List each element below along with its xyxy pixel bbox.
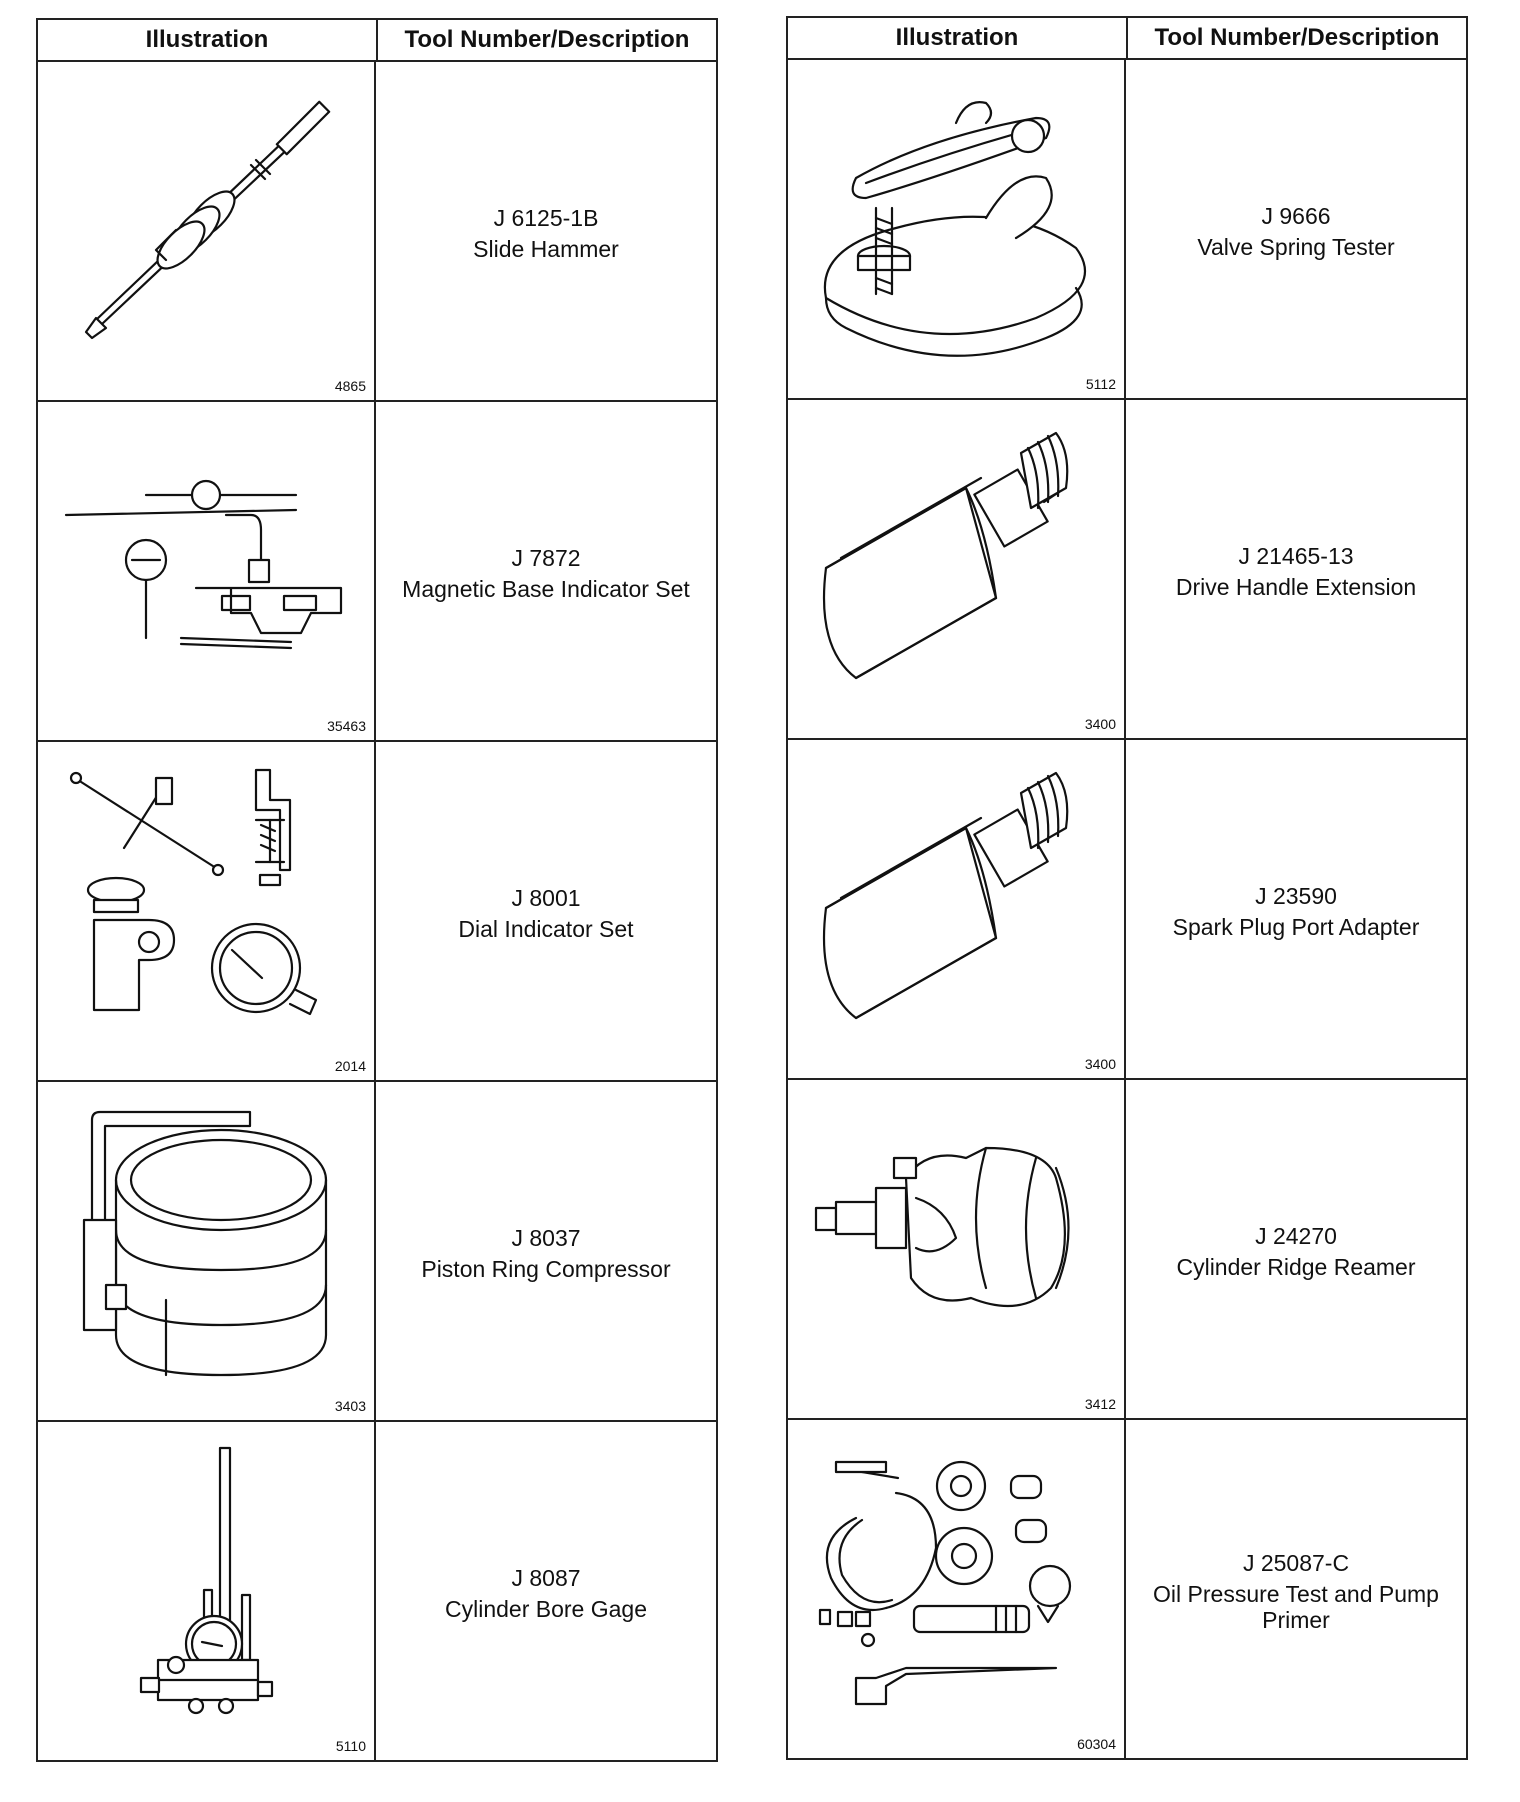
figure-number: 60304: [1077, 1736, 1116, 1752]
table-row: 5112 J 9666 Valve Spring Tester: [788, 60, 1466, 400]
table-row: 60304 J 25087-C Oil Pressure Test and Pu…: [788, 1420, 1466, 1758]
illustration-cell: 3400: [788, 400, 1126, 738]
illustration-cell: 35463: [38, 402, 376, 740]
figure-number: 3400: [1084, 716, 1116, 732]
illustration-cell: 4865: [38, 62, 376, 400]
header-tool-description: Tool Number/Description: [404, 26, 690, 53]
slide-hammer-icon: [84, 100, 331, 340]
tool-table-right: Illustration Tool Number/Description 511…: [786, 16, 1468, 1760]
figure-number: 5112: [1085, 376, 1116, 392]
illustration-cell: 3412: [788, 1080, 1126, 1418]
tool-description-cell: J 8037 Piston Ring Compressor: [376, 1082, 716, 1420]
figure-number: 2014: [334, 1058, 366, 1074]
tool-description-cell: J 21465-13 Drive Handle Extension: [1126, 400, 1466, 738]
header-illustration: Illustration: [38, 20, 378, 60]
illustration-cell: 3400: [788, 740, 1126, 1078]
oil-pressure-test-kit-icon: [818, 1460, 1072, 1706]
tool-description-cell: J 23590 Spark Plug Port Adapter: [1126, 740, 1466, 1078]
tool-name: Slide Hammer: [473, 236, 619, 262]
tool-number: J 7872: [511, 545, 581, 571]
tool-name: Cylinder Bore Gage: [445, 1596, 647, 1622]
tool-number: J 8087: [511, 1565, 581, 1591]
dial-indicator-set-icon: [69, 768, 318, 1016]
tool-description-cell: J 8087 Cylinder Bore Gage: [376, 1422, 716, 1760]
tool-name: Cylinder Ridge Reamer: [1176, 1254, 1416, 1280]
table-row: 3400 J 21465-13 Drive Handle Extension: [788, 400, 1466, 740]
header-illustration: Illustration: [788, 18, 1128, 58]
tool-name: Valve Spring Tester: [1197, 234, 1395, 260]
cylinder-bore-gage-icon: [139, 1446, 274, 1715]
tool-number: J 8037: [511, 1225, 581, 1251]
illustration-cell: 2014: [38, 742, 376, 1080]
tool-name: Piston Ring Compressor: [421, 1256, 671, 1282]
magnetic-base-indicator-icon: [64, 479, 343, 650]
spark-plug-port-adapter-icon: [822, 771, 1069, 1020]
drive-handle-extension-icon: [822, 431, 1069, 680]
figure-number: 5110: [335, 1738, 366, 1754]
table-row: 5110 J 8087 Cylinder Bore Gage: [38, 1422, 716, 1760]
tool-number: J 9666: [1261, 203, 1331, 229]
tool-name: Spark Plug Port Adapter: [1172, 914, 1420, 940]
tool-number: J 6125-1B: [493, 205, 599, 231]
illustration-cell: 5112: [788, 60, 1126, 398]
figure-number: 3403: [334, 1398, 366, 1414]
tool-description-cell: J 24270 Cylinder Ridge Reamer: [1126, 1080, 1466, 1418]
table-header: Illustration Tool Number/Description: [38, 20, 716, 62]
tool-description-cell: J 8001 Dial Indicator Set: [376, 742, 716, 1080]
tool-description-cell: J 9666 Valve Spring Tester: [1126, 60, 1466, 398]
tool-number: J 21465-13: [1238, 543, 1354, 569]
tool-description-cell: J 25087-C Oil Pressure Test and Pump Pri…: [1126, 1420, 1466, 1758]
tool-number: J 8001: [511, 885, 581, 911]
tool-name: Dial Indicator Set: [458, 916, 634, 942]
illustration-cell: 3403: [38, 1082, 376, 1420]
table-row: 3403 J 8037 Piston Ring Compressor: [38, 1082, 716, 1422]
tool-table-left: Illustration Tool Number/Description 486…: [36, 18, 718, 1762]
figure-number: 4865: [334, 378, 366, 394]
illustration-cell: 60304: [788, 1420, 1126, 1758]
table-row: 3400 J 23590 Spark Plug Port Adapter: [788, 740, 1466, 1080]
tool-description-cell: J 7872 Magnetic Base Indicator Set: [376, 402, 716, 740]
tool-name: Oil Pressure Test and Pump Primer: [1153, 1581, 1439, 1633]
tool-number: J 23590: [1255, 883, 1337, 909]
table-row: 2014 J 8001 Dial Indicator Set: [38, 742, 716, 1082]
figure-number: 3400: [1084, 1056, 1116, 1072]
illustration-cell: 5110: [38, 1422, 376, 1760]
tool-name: Magnetic Base Indicator Set: [402, 576, 690, 602]
tool-number: J 25087-C: [1242, 1550, 1350, 1576]
table-row: 35463 J 7872 Magnetic Base Indicator Set: [38, 402, 716, 742]
cylinder-ridge-reamer-icon: [814, 1146, 1070, 1308]
valve-spring-tester-icon: [823, 101, 1087, 357]
tool-description-cell: J 6125-1B Slide Hammer: [376, 62, 716, 400]
figure-number: 3412: [1084, 1396, 1116, 1412]
figure-number: 35463: [327, 718, 366, 734]
tool-name: Drive Handle Extension: [1175, 574, 1417, 600]
header-tool-description: Tool Number/Description: [1154, 24, 1440, 51]
tool-number: J 24270: [1255, 1223, 1337, 1249]
table-row: 3412 J 24270 Cylinder Ridge Reamer: [788, 1080, 1466, 1420]
table-header: Illustration Tool Number/Description: [788, 18, 1466, 60]
piston-ring-compressor-icon: [82, 1110, 328, 1377]
table-row: 4865 J 6125-1B Slide Hammer: [38, 62, 716, 402]
